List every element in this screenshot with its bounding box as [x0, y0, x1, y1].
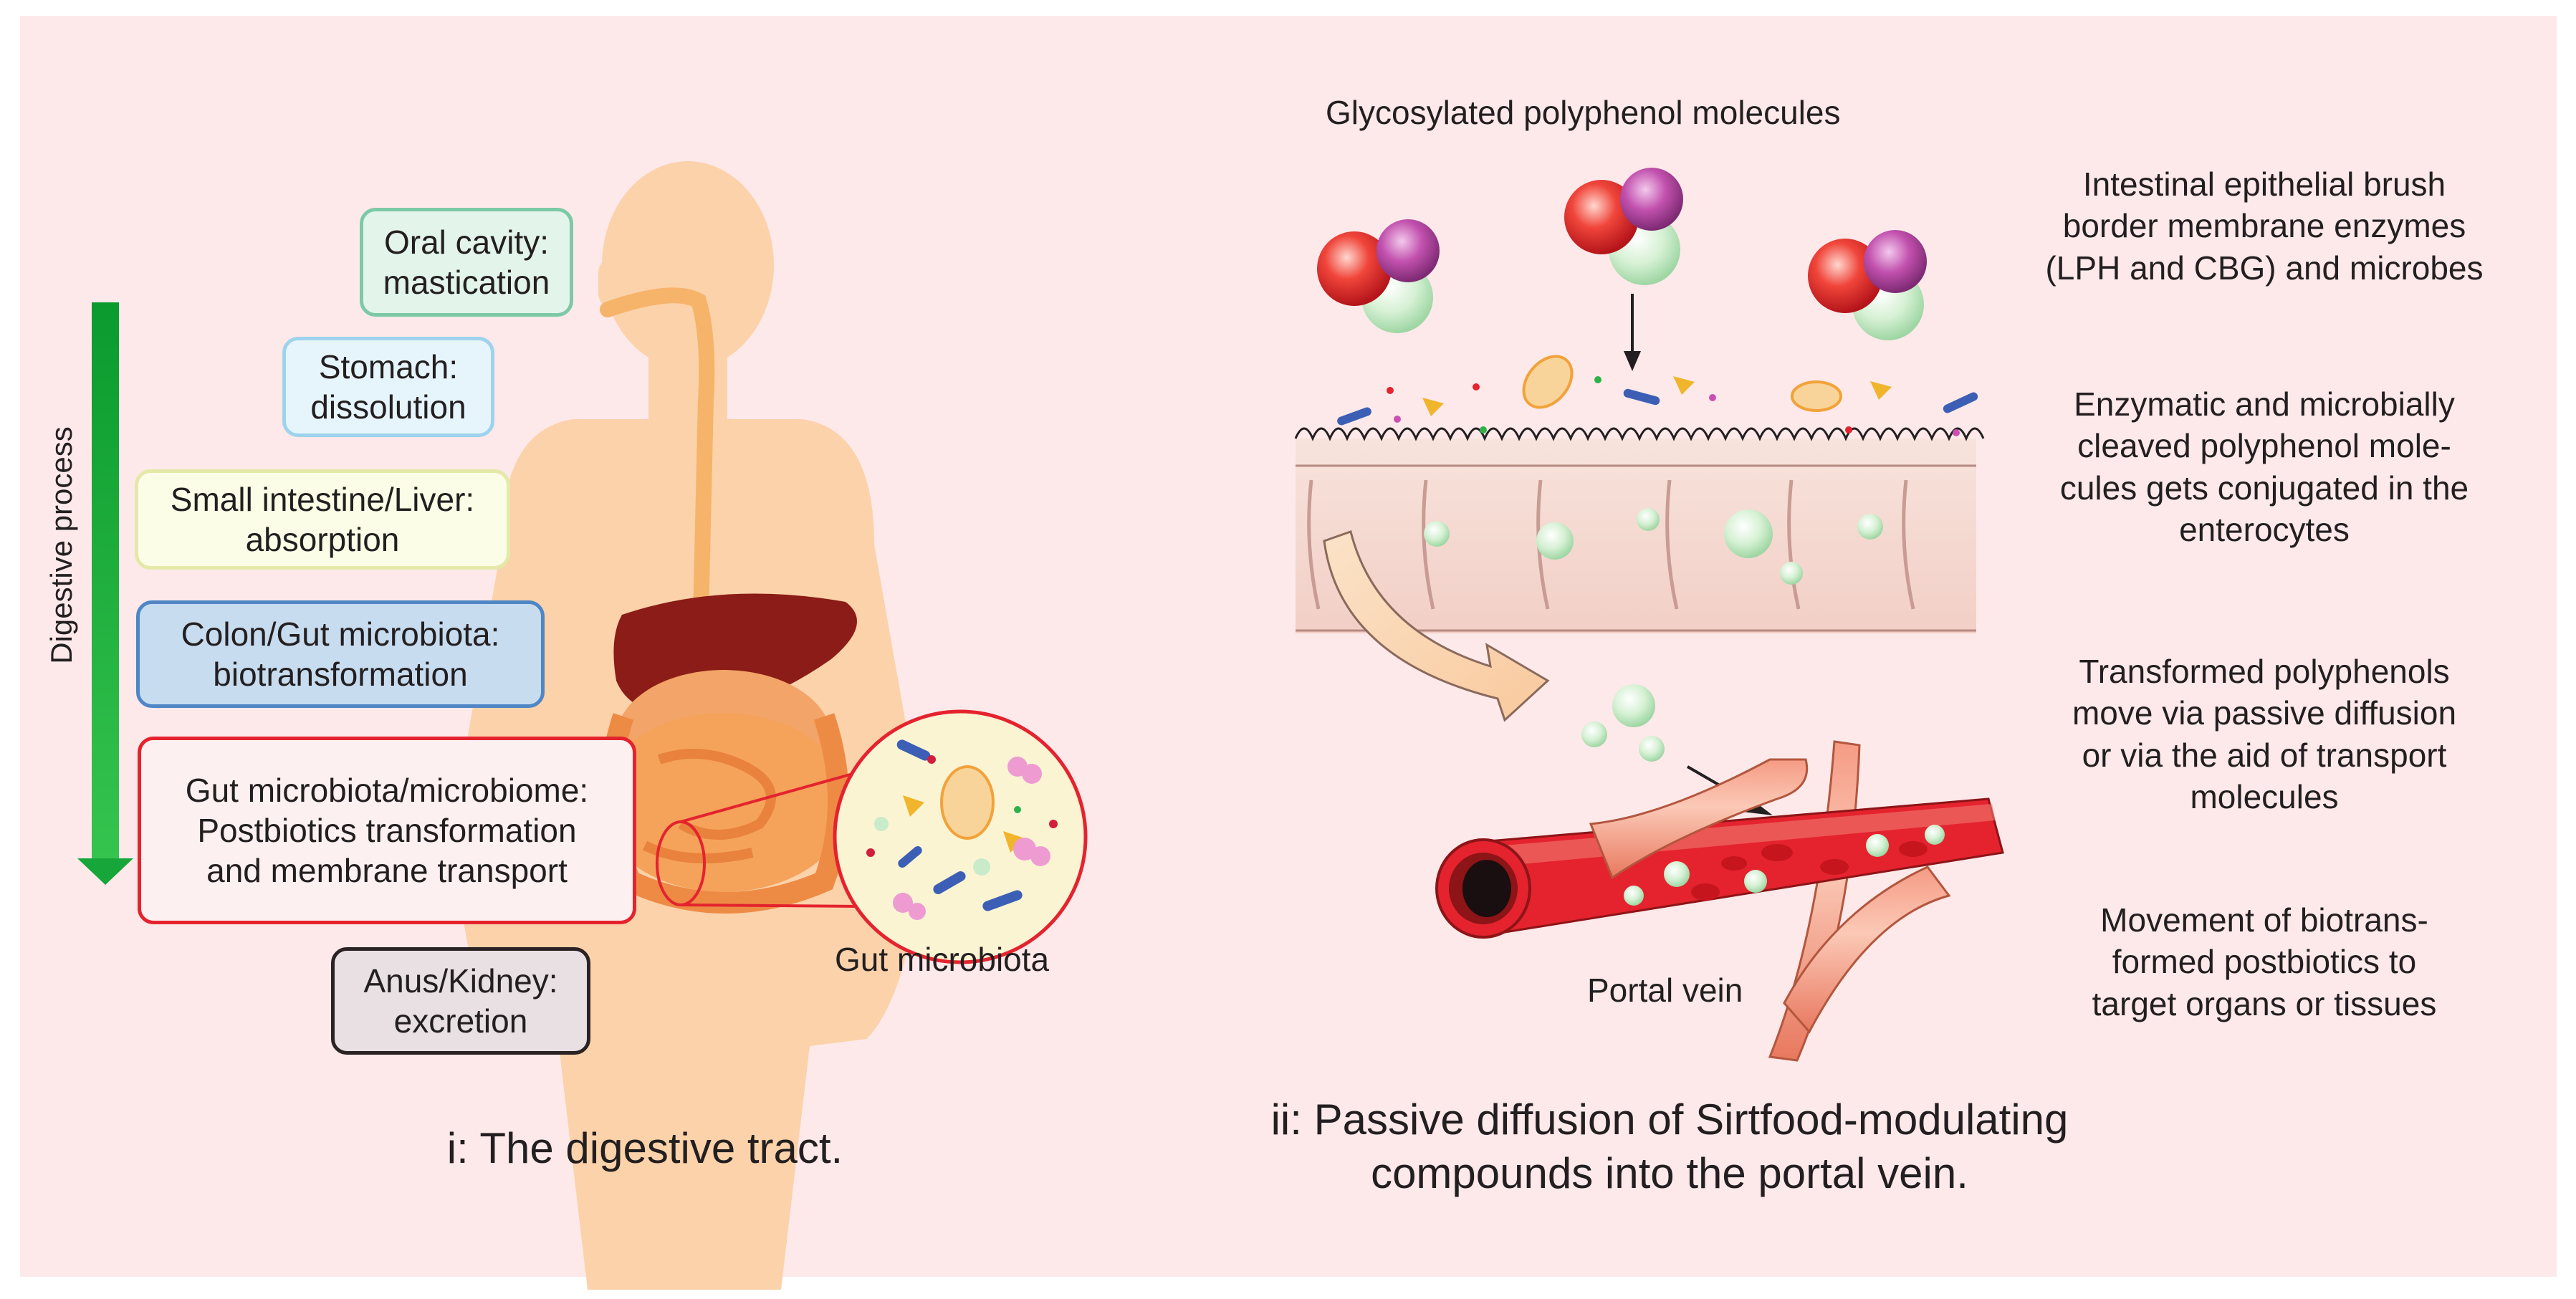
note-line: cleaved polyphenol mole-: [2077, 427, 2451, 465]
bacteria-icon: [1337, 355, 1978, 436]
stage-colon-gut-microbiota: Colon/Gut microbiota: biotransformation: [136, 600, 545, 708]
note-line: (LPH and CBG) and microbes: [2045, 249, 2484, 287]
polyphenol-molecule-icon: [1317, 219, 1440, 333]
diffusing-molecules: [1581, 684, 1665, 762]
stage-line: biotransformation: [213, 656, 468, 693]
down-arrow: [1624, 294, 1641, 371]
polyphenol-molecule-icon: [1808, 230, 1927, 340]
stage-line: Gut microbiota/microbiome:: [185, 771, 589, 809]
stage-line: excretion: [393, 1002, 528, 1040]
digestive-process-arrow: [77, 302, 133, 885]
caption-line: ii: Passive diffusion of Sirtfood-modula…: [1270, 1096, 2069, 1144]
note-transformed-polyphenols: Transformed polyphenols move via passive…: [1992, 651, 2537, 818]
gut-microbiota-label: Gut microbiota: [835, 941, 1050, 978]
intestinal-villi-icon: [1294, 427, 1985, 633]
note-line: enterocytes: [2179, 511, 2350, 549]
esophagus-icon: [600, 287, 715, 624]
stage-line: and membrane transport: [206, 852, 568, 890]
stage-line: Small intestine/Liver:: [170, 480, 475, 518]
stage-stomach: Stomach: dissolution: [282, 337, 494, 437]
glycosylated-polyphenols-label: Glycosylated polyphenol molecules: [1326, 94, 1841, 131]
polyphenol-molecule-icon: [1564, 168, 1683, 285]
stage-oral-cavity: Oral cavity: mastication: [360, 208, 573, 317]
note-line: cules gets conjugated in the: [2059, 469, 2469, 507]
note-line: Transformed polyphenols: [2079, 653, 2450, 690]
caption-line: compounds into the portal vein.: [1371, 1149, 1968, 1197]
microbiota-magnifier-icon: [656, 709, 1088, 964]
note-line: Enzymatic and microbially: [2074, 385, 2455, 423]
note-line: molecules: [2190, 778, 2339, 816]
note-enzymatic-cleavage: Enzymatic and microbially cleaved polyph…: [1992, 383, 2537, 551]
note-line: formed postbiotics to: [2112, 943, 2417, 981]
portal-vein-label: Portal vein: [1587, 972, 1743, 1009]
stage-line: Oral cavity:: [383, 223, 550, 261]
portal-vein-icon: [1435, 740, 2004, 1062]
stage-line: Colon/Gut microbiota:: [181, 615, 500, 653]
stage-gut-microbiome: Gut microbiota/microbiome: Postbiotics t…: [138, 737, 636, 924]
diffusion-curve-arrow: [1323, 530, 1550, 722]
stage-line: dissolution: [310, 388, 466, 426]
caption-panel-ii: ii: Passive diffusion of Sirtfood-modula…: [1132, 1093, 2207, 1200]
note-line: Movement of biotrans-: [2100, 901, 2428, 939]
stage-line: Stomach:: [318, 347, 459, 385]
note-line: border membrane enzymes: [2062, 207, 2466, 245]
stage-small-intestine-liver: Small intestine/Liver: absorption: [135, 469, 510, 570]
stage-line: mastication: [383, 264, 550, 301]
note-line: move via passive diffusion: [2072, 694, 2457, 732]
stage-line: Postbiotics transformation: [197, 811, 577, 849]
stage-anus-kidney: Anus/Kidney: excretion: [331, 947, 590, 1055]
note-movement-postbiotics: Movement of biotrans- formed postbiotics…: [1992, 899, 2537, 1025]
note-line: Intestinal epithelial brush: [2082, 166, 2446, 203]
stage-line: absorption: [245, 521, 400, 558]
note-line: target organs or tissues: [2092, 984, 2437, 1022]
note-brush-border-enzymes: Intestinal epithelial brush border membr…: [1992, 163, 2537, 289]
note-line: or via the aid of transport: [2082, 736, 2447, 774]
caption-panel-i: i: The digestive tract.: [446, 1124, 843, 1172]
stage-line: Anus/Kidney:: [363, 962, 558, 1000]
axis-label-text: Digestive process: [44, 426, 78, 664]
